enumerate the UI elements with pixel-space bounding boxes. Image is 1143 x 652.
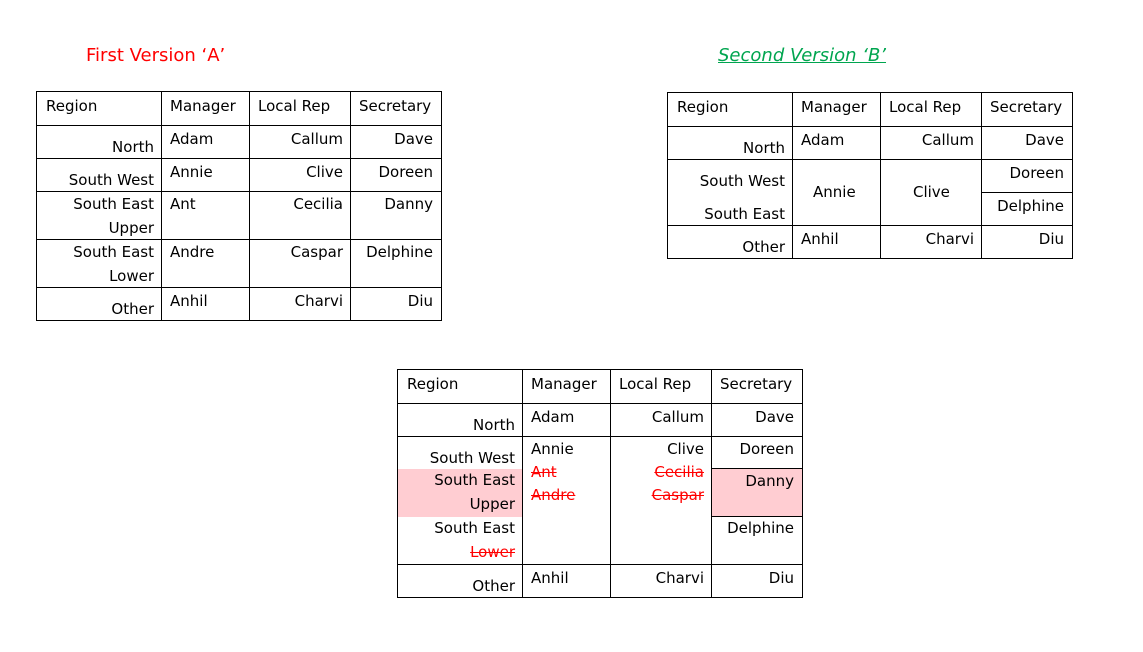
secretary-cell: Diu xyxy=(768,569,794,587)
header-region: Region xyxy=(46,97,98,115)
table-row: North Adam Callum Dave xyxy=(36,125,442,159)
table-row: South East Delphine xyxy=(667,192,1073,226)
manager-cell: Adam xyxy=(170,130,214,148)
region-cell: Other xyxy=(111,300,154,318)
region-cell: South East xyxy=(73,195,154,213)
merged-local-rep-cell: Clive xyxy=(913,183,950,201)
table-version-a: Region Manager Local Rep Secretary North… xyxy=(36,91,442,321)
manager-cell: Annie xyxy=(170,163,213,181)
local-rep-cell: Charvi xyxy=(655,569,704,587)
secretary-cell: Diu xyxy=(1038,230,1064,248)
header-row: Region Manager Local Rep Secretary xyxy=(667,92,1073,127)
merged-manager-cell: Annie xyxy=(813,183,856,201)
header-manager: Manager xyxy=(531,375,597,393)
region-cell: South East xyxy=(434,518,515,537)
table-row: Other Anhil Charvi Diu xyxy=(397,564,803,598)
local-rep-cell: Callum xyxy=(290,130,343,148)
secretary-cell: Dave xyxy=(394,130,433,148)
deleted-manager-ant: Ant xyxy=(531,463,557,481)
header-row: Region Manager Local Rep Secretary xyxy=(36,91,442,126)
header-manager: Manager xyxy=(801,98,867,116)
table-row: South East Lower Andre Caspar Delphine xyxy=(36,239,442,288)
secretary-cell: Delphine xyxy=(997,197,1064,215)
header-local-rep: Local Rep xyxy=(619,375,692,393)
table-row: South East Upper Ant Cecilia Danny xyxy=(36,191,442,240)
region-cell: North xyxy=(112,138,154,156)
region-cell: South East xyxy=(434,470,515,489)
secretary-cell: Danny xyxy=(745,472,794,490)
local-rep-cell: Cecilia xyxy=(293,195,343,213)
local-rep-cell: Caspar xyxy=(290,243,343,261)
table-row: Other Anhil Charvi Diu xyxy=(36,287,442,321)
region-cell-line-2: Upper xyxy=(469,494,515,513)
table-row: South West Annie Clive Doreen xyxy=(36,158,442,192)
table-row-highlighted: South East Upper Danny xyxy=(397,468,803,517)
header-local-rep: Local Rep xyxy=(889,98,962,116)
title-version-a: First Version ‘A’ xyxy=(86,45,226,66)
secretary-cell: Doreen xyxy=(739,440,794,458)
table-row: South West Annie Clive Doreen xyxy=(667,159,1073,226)
region-cell-line-2: Lower xyxy=(109,267,154,285)
header-secretary: Secretary xyxy=(990,98,1063,116)
region-cell: South West xyxy=(429,449,515,467)
local-rep-cell: Clive xyxy=(306,163,343,181)
secretary-cell: Delphine xyxy=(366,243,433,261)
header-region: Region xyxy=(677,98,729,116)
manager-cell: Anhil xyxy=(531,569,569,587)
merged-local-rep-cell: Clive xyxy=(667,440,704,458)
region-cell: North xyxy=(743,139,785,157)
table-version-b: Region Manager Local Rep Secretary North… xyxy=(667,92,1073,259)
deleted-local-rep-caspar: Caspar xyxy=(651,486,704,504)
header-secretary: Secretary xyxy=(359,97,432,115)
manager-cell: Ant xyxy=(170,195,196,213)
manager-cell: Andre xyxy=(170,243,215,261)
secretary-cell: Doreen xyxy=(378,163,433,181)
deleted-manager-andre: Andre xyxy=(531,486,576,504)
deleted-local-rep-cecilia: Cecilia xyxy=(654,463,704,481)
table-combined: Region Manager Local Rep Secretary North… xyxy=(397,369,803,598)
manager-cell: Anhil xyxy=(801,230,839,248)
region-cell: South East xyxy=(73,243,154,261)
header-local-rep: Local Rep xyxy=(258,97,331,115)
region-cell-line-2: Upper xyxy=(108,219,154,237)
secretary-cell: Danny xyxy=(384,195,433,213)
manager-cell: Adam xyxy=(801,131,845,149)
deleted-region-lower: Lower xyxy=(470,542,515,561)
region-cell: Other xyxy=(472,577,515,595)
table-row: North Adam Callum Dave xyxy=(397,403,803,437)
region-cell: South West xyxy=(699,172,785,190)
local-rep-cell: Callum xyxy=(651,408,704,426)
local-rep-cell: Charvi xyxy=(925,230,974,248)
table-row: South West Annie Ant Andre Clive Cecilia… xyxy=(397,436,803,565)
merged-manager-cell: Annie xyxy=(531,440,574,458)
region-cell: South West xyxy=(68,171,154,189)
manager-cell: Adam xyxy=(531,408,575,426)
header-secretary: Secretary xyxy=(720,375,793,393)
region-cell: South East xyxy=(704,204,785,223)
secretary-cell: Doreen xyxy=(1009,164,1064,182)
local-rep-cell: Callum xyxy=(921,131,974,149)
secretary-cell: Delphine xyxy=(727,519,794,537)
table-row: Other Anhil Charvi Diu xyxy=(667,225,1073,259)
header-manager: Manager xyxy=(170,97,236,115)
secretary-cell: Diu xyxy=(407,292,433,310)
secretary-cell: Dave xyxy=(755,408,794,426)
secretary-cell: Dave xyxy=(1025,131,1064,149)
header-region: Region xyxy=(407,375,459,393)
header-row: Region Manager Local Rep Secretary xyxy=(397,369,803,404)
region-cell: North xyxy=(473,416,515,434)
region-cell: Other xyxy=(742,238,785,256)
table-row: North Adam Callum Dave xyxy=(667,126,1073,160)
local-rep-cell: Charvi xyxy=(294,292,343,310)
title-version-b: Second Version ‘B’ xyxy=(718,45,887,66)
manager-cell: Anhil xyxy=(170,292,208,310)
